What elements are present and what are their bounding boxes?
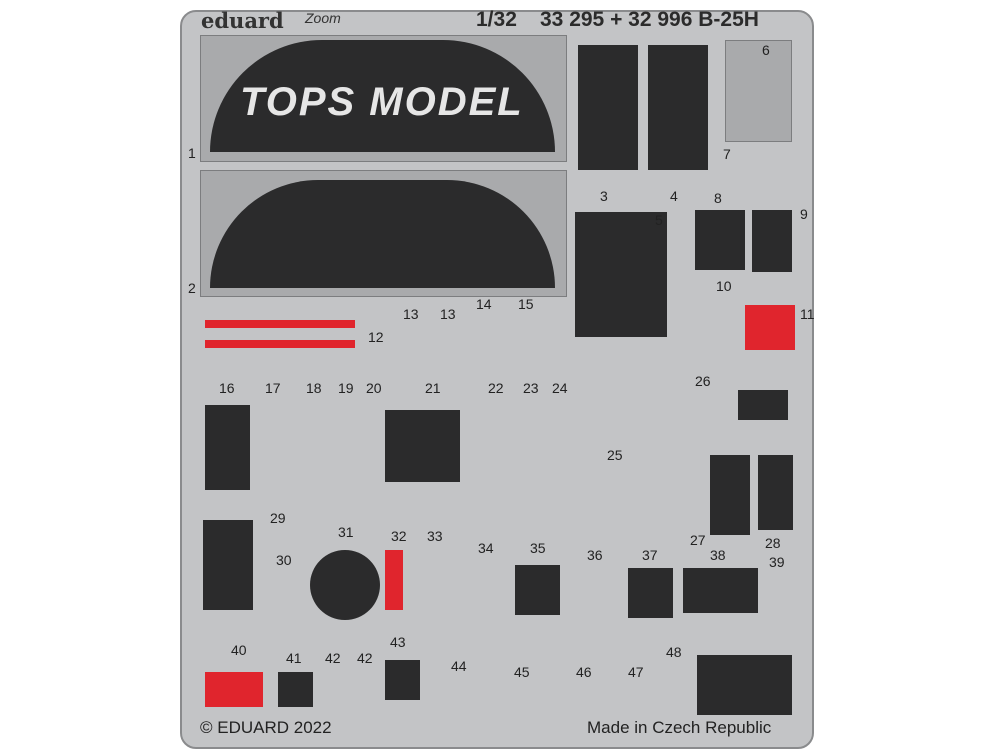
part-label: 33 [427,528,443,544]
part-label: 7 [723,146,731,162]
part-label: 15 [518,296,534,312]
part-label: 28 [765,535,781,551]
part-label: 32 [391,528,407,544]
part-label: 8 [714,190,722,206]
part-label: 42 [325,650,341,666]
part-label: 2 [188,280,196,296]
brand-logo: eduard [201,8,284,33]
part-label: 25 [607,447,623,463]
part-label: 1 [188,145,196,161]
part-8-panel [695,210,745,270]
part-label: 41 [286,650,302,666]
part-27 [710,455,750,535]
part-label: 9 [800,206,808,222]
part-31 [310,550,380,620]
part-9-panel [752,210,792,272]
part-label: 17 [265,380,281,396]
part-label: 42 [357,650,373,666]
instrument-panel-2 [210,180,555,288]
part-label: 27 [690,532,706,548]
part-label: 3 [600,188,608,204]
part-label: 40 [231,642,247,658]
part-6 [725,40,792,142]
part-label: 18 [306,380,322,396]
part-48 [697,655,792,715]
part-label: 20 [366,380,382,396]
part-label: 45 [514,664,530,680]
part-label: 30 [276,552,292,568]
part-label: 35 [530,540,546,556]
part-label: 43 [390,634,406,650]
part-43 [385,660,420,700]
origin: Made in Czech Republic [587,718,772,737]
part-label: 47 [628,664,644,680]
part-29 [203,520,253,610]
part-41 [278,672,313,707]
part-40 [205,672,263,707]
part-label: 44 [451,658,467,674]
part-26 [738,390,788,420]
part-label: 34 [478,540,494,556]
part-label: 26 [695,373,711,389]
part-label: 23 [523,380,539,396]
part-label: 4 [670,188,678,204]
part-label: 12 [368,329,384,345]
part-12-upper [205,320,355,328]
part-32 [385,550,403,610]
part-16 [205,405,250,490]
zoom-logo: Zoom [305,10,341,26]
part-37 [628,568,673,618]
scale-label: 1/32 [476,8,517,31]
part-label: 22 [488,380,504,396]
part-label: 13 [403,306,419,322]
part-label: 36 [587,547,603,563]
part-label: 10 [716,278,732,294]
part-label: 48 [666,644,682,660]
part-4-panel [648,45,708,170]
part-11 [745,305,795,350]
part-5-panel [575,212,667,337]
part-label: 6 [762,42,770,58]
copyright: © EDUARD 2022 [200,718,332,737]
part-label: 19 [338,380,354,396]
part-label: 46 [576,664,592,680]
part-21 [385,410,460,482]
part-label: 16 [219,380,235,396]
part-35 [515,565,560,615]
part-label: 39 [769,554,785,570]
part-12-lower [205,340,355,348]
set-number: 33 295 + 32 996 B-25H [540,8,759,31]
instrument-panel-1 [210,40,555,152]
part-label: 14 [476,296,492,312]
part-3-panel [578,45,638,170]
part-28 [758,455,793,530]
part-38 [683,568,758,613]
watermark: TOPS MODEL [240,80,524,124]
part-label: 38 [710,547,726,563]
part-label: 31 [338,524,354,540]
part-label: 21 [425,380,441,396]
part-label: 5 [655,212,663,228]
part-label: 13 [440,306,456,322]
part-label: 29 [270,510,286,526]
part-label: 24 [552,380,568,396]
part-label: 11 [800,306,815,322]
part-label: 37 [642,547,658,563]
